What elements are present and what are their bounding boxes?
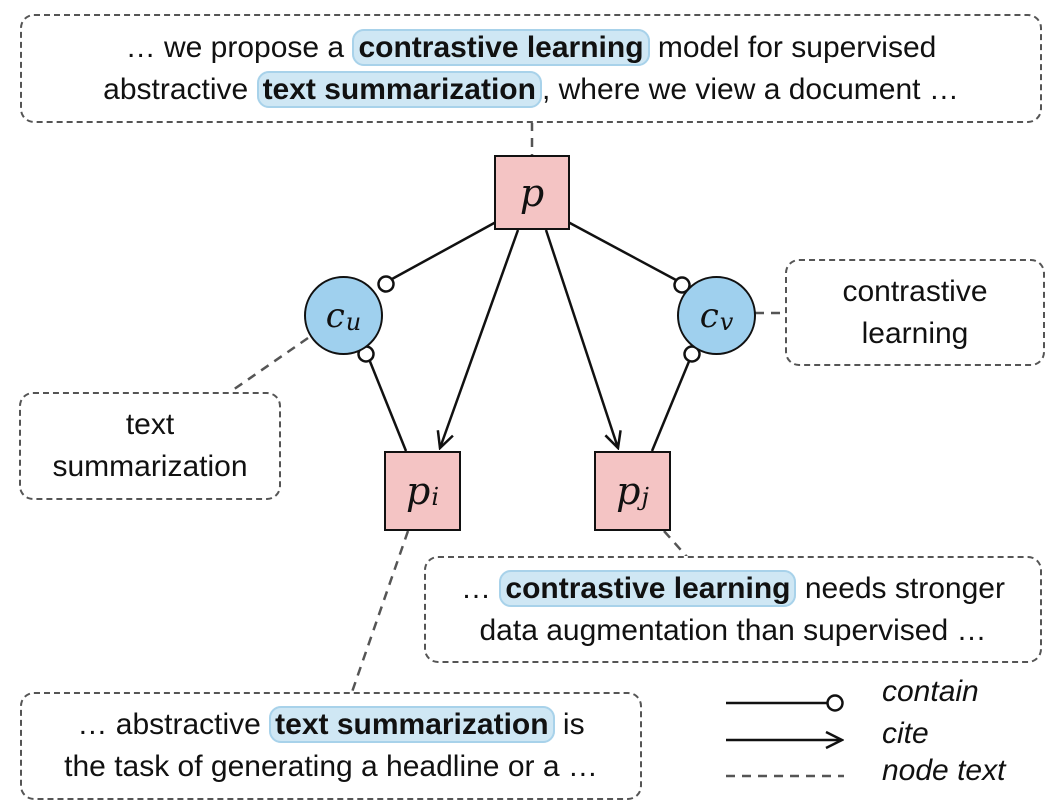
highlight-contrastive-learning: contrastive learning: [352, 28, 650, 66]
concept-cv-text-box: contrastive learning: [785, 259, 1045, 366]
highlight-contrastive-learning: contrastive learning: [499, 569, 797, 607]
paper-p-text-line-1: … we propose a contrastive learning mode…: [125, 27, 937, 69]
paper-node-pj-subscript: j: [641, 483, 649, 511]
text-segment: … abstractive: [77, 708, 270, 741]
cite-edge-p-pi: [440, 229, 520, 448]
text-segment: …: [461, 571, 500, 605]
concept-node-cu-label: c: [325, 295, 345, 336]
contain-edge-p-cu-end: [377, 275, 395, 293]
paper-node-pj-label: p: [616, 469, 641, 513]
concept-cu-text-box: text summarization: [19, 392, 281, 500]
node-text-link-cu: [229, 336, 309, 394]
cite-edge-p-pj: [544, 229, 618, 448]
contain-edge-p-cu: [391, 220, 497, 281]
concept-cu-text-line-2: summarization: [52, 450, 248, 483]
paper-pi-text-box: … abstractive text summarization is the …: [20, 692, 642, 800]
concept-cu-text-line-1: text: [125, 408, 175, 441]
text-segment: … we propose a: [125, 30, 353, 64]
paper-pj-text-line-1: … contrastive learning needs stronger: [461, 568, 1005, 610]
contain-edge-pj-cv: [650, 358, 692, 452]
legend-contain-label: contain: [882, 675, 979, 708]
paper-node-pi-subscript: i: [431, 483, 439, 511]
paper-pi-text-line-1: … abstractive text summarization is: [77, 704, 585, 746]
legend-contain-circle: [826, 694, 844, 712]
node-text-link-pi: [350, 530, 410, 693]
highlight-text-summarization: text summarization: [269, 706, 555, 743]
concept-node-cv-subscript: v: [719, 307, 734, 336]
concept-node-cu-subscript: u: [345, 307, 362, 336]
paper-pj-text-box: … contrastive learning needs stronger da…: [424, 556, 1042, 663]
text-segment: needs stronger: [796, 571, 1005, 605]
concept-cv-text-line-2: learning: [861, 316, 969, 350]
text-segment: abstractive: [103, 72, 257, 106]
paper-node-p-label: p: [519, 170, 545, 215]
legend-node-text-label: node text: [882, 754, 1006, 787]
paper-p-text-box: … we propose a contrastive learning mode…: [20, 14, 1042, 123]
text-segment: is: [554, 708, 585, 741]
paper-node-p: p: [494, 155, 570, 230]
text-segment: , where we view a document …: [541, 72, 959, 106]
text-segment: model for supervised: [649, 30, 937, 64]
paper-pi-text-line-2: the task of generating a headline or a …: [64, 750, 598, 783]
legend-cite-label: cite: [882, 717, 929, 750]
contain-edge-p-cv: [567, 220, 677, 282]
paper-pj-text-line-2: data augmentation than supervised …: [479, 613, 987, 647]
contain-edge-pi-cu: [367, 358, 408, 452]
highlight-text-summarization: text summarization: [256, 70, 542, 108]
paper-p-text-line-2: abstractive text summarization, where we…: [103, 69, 959, 111]
concept-cv-text-line-1: contrastive: [842, 274, 988, 308]
concept-node-cv-label: c: [699, 295, 719, 336]
paper-node-pi-label: p: [405, 469, 431, 513]
node-text-link-pj: [663, 530, 689, 559]
